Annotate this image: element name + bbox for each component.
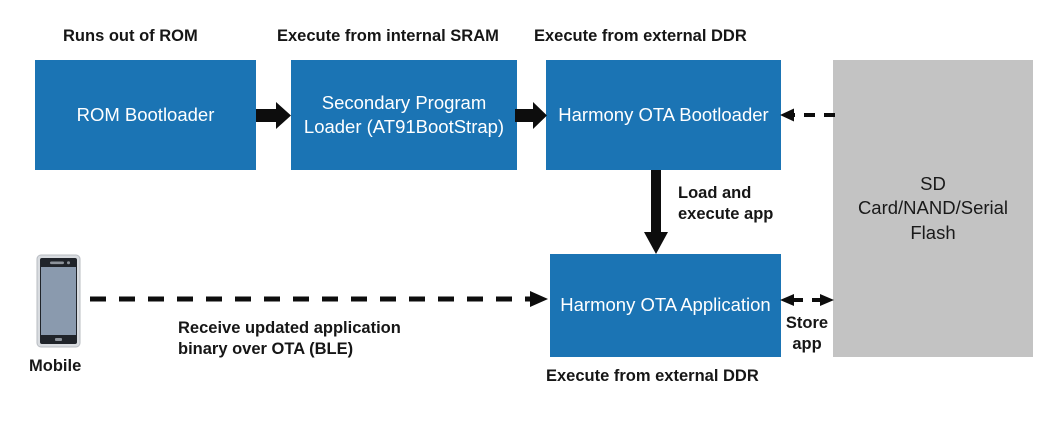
caption-mobile: Mobile bbox=[29, 357, 82, 375]
box-rom-bootloader[interactable]: ROM Bootloader bbox=[35, 60, 256, 170]
box-storage[interactable]: SD Card/NAND/Serial Flash bbox=[833, 60, 1033, 357]
caption-store-app: Store app bbox=[785, 314, 829, 354]
caption-execute-internal-sram: Execute from internal SRAM bbox=[277, 27, 499, 45]
box-secondary-program-loader[interactable]: Secondary Program Loader (AT91BootStrap) bbox=[291, 60, 517, 170]
caption-execute-external-ddr-top: Execute from external DDR bbox=[534, 27, 747, 45]
connector-mobile-to-app bbox=[90, 291, 548, 307]
caption-load-and-execute-app: Load and execute app bbox=[678, 184, 774, 224]
box-harmony-ota-application[interactable]: Harmony OTA Application bbox=[550, 254, 781, 357]
mobile-phone-icon bbox=[36, 254, 81, 348]
caption-execute-external-ddr-bottom: Execute from external DDR bbox=[546, 367, 759, 385]
caption-runs-out-of-rom: Runs out of ROM bbox=[63, 27, 198, 45]
box-harmony-ota-bootloader[interactable]: Harmony OTA Bootloader bbox=[546, 60, 781, 170]
connector-rom-to-spl bbox=[256, 102, 291, 129]
connector-storage-to-bootloader bbox=[780, 108, 835, 122]
connector-spl-to-bootloader bbox=[515, 102, 547, 129]
caption-receive-updated-application: Receive updated application binary over … bbox=[178, 319, 401, 359]
connector-bootloader-to-app bbox=[644, 170, 668, 254]
connector-app-to-storage bbox=[780, 294, 834, 306]
